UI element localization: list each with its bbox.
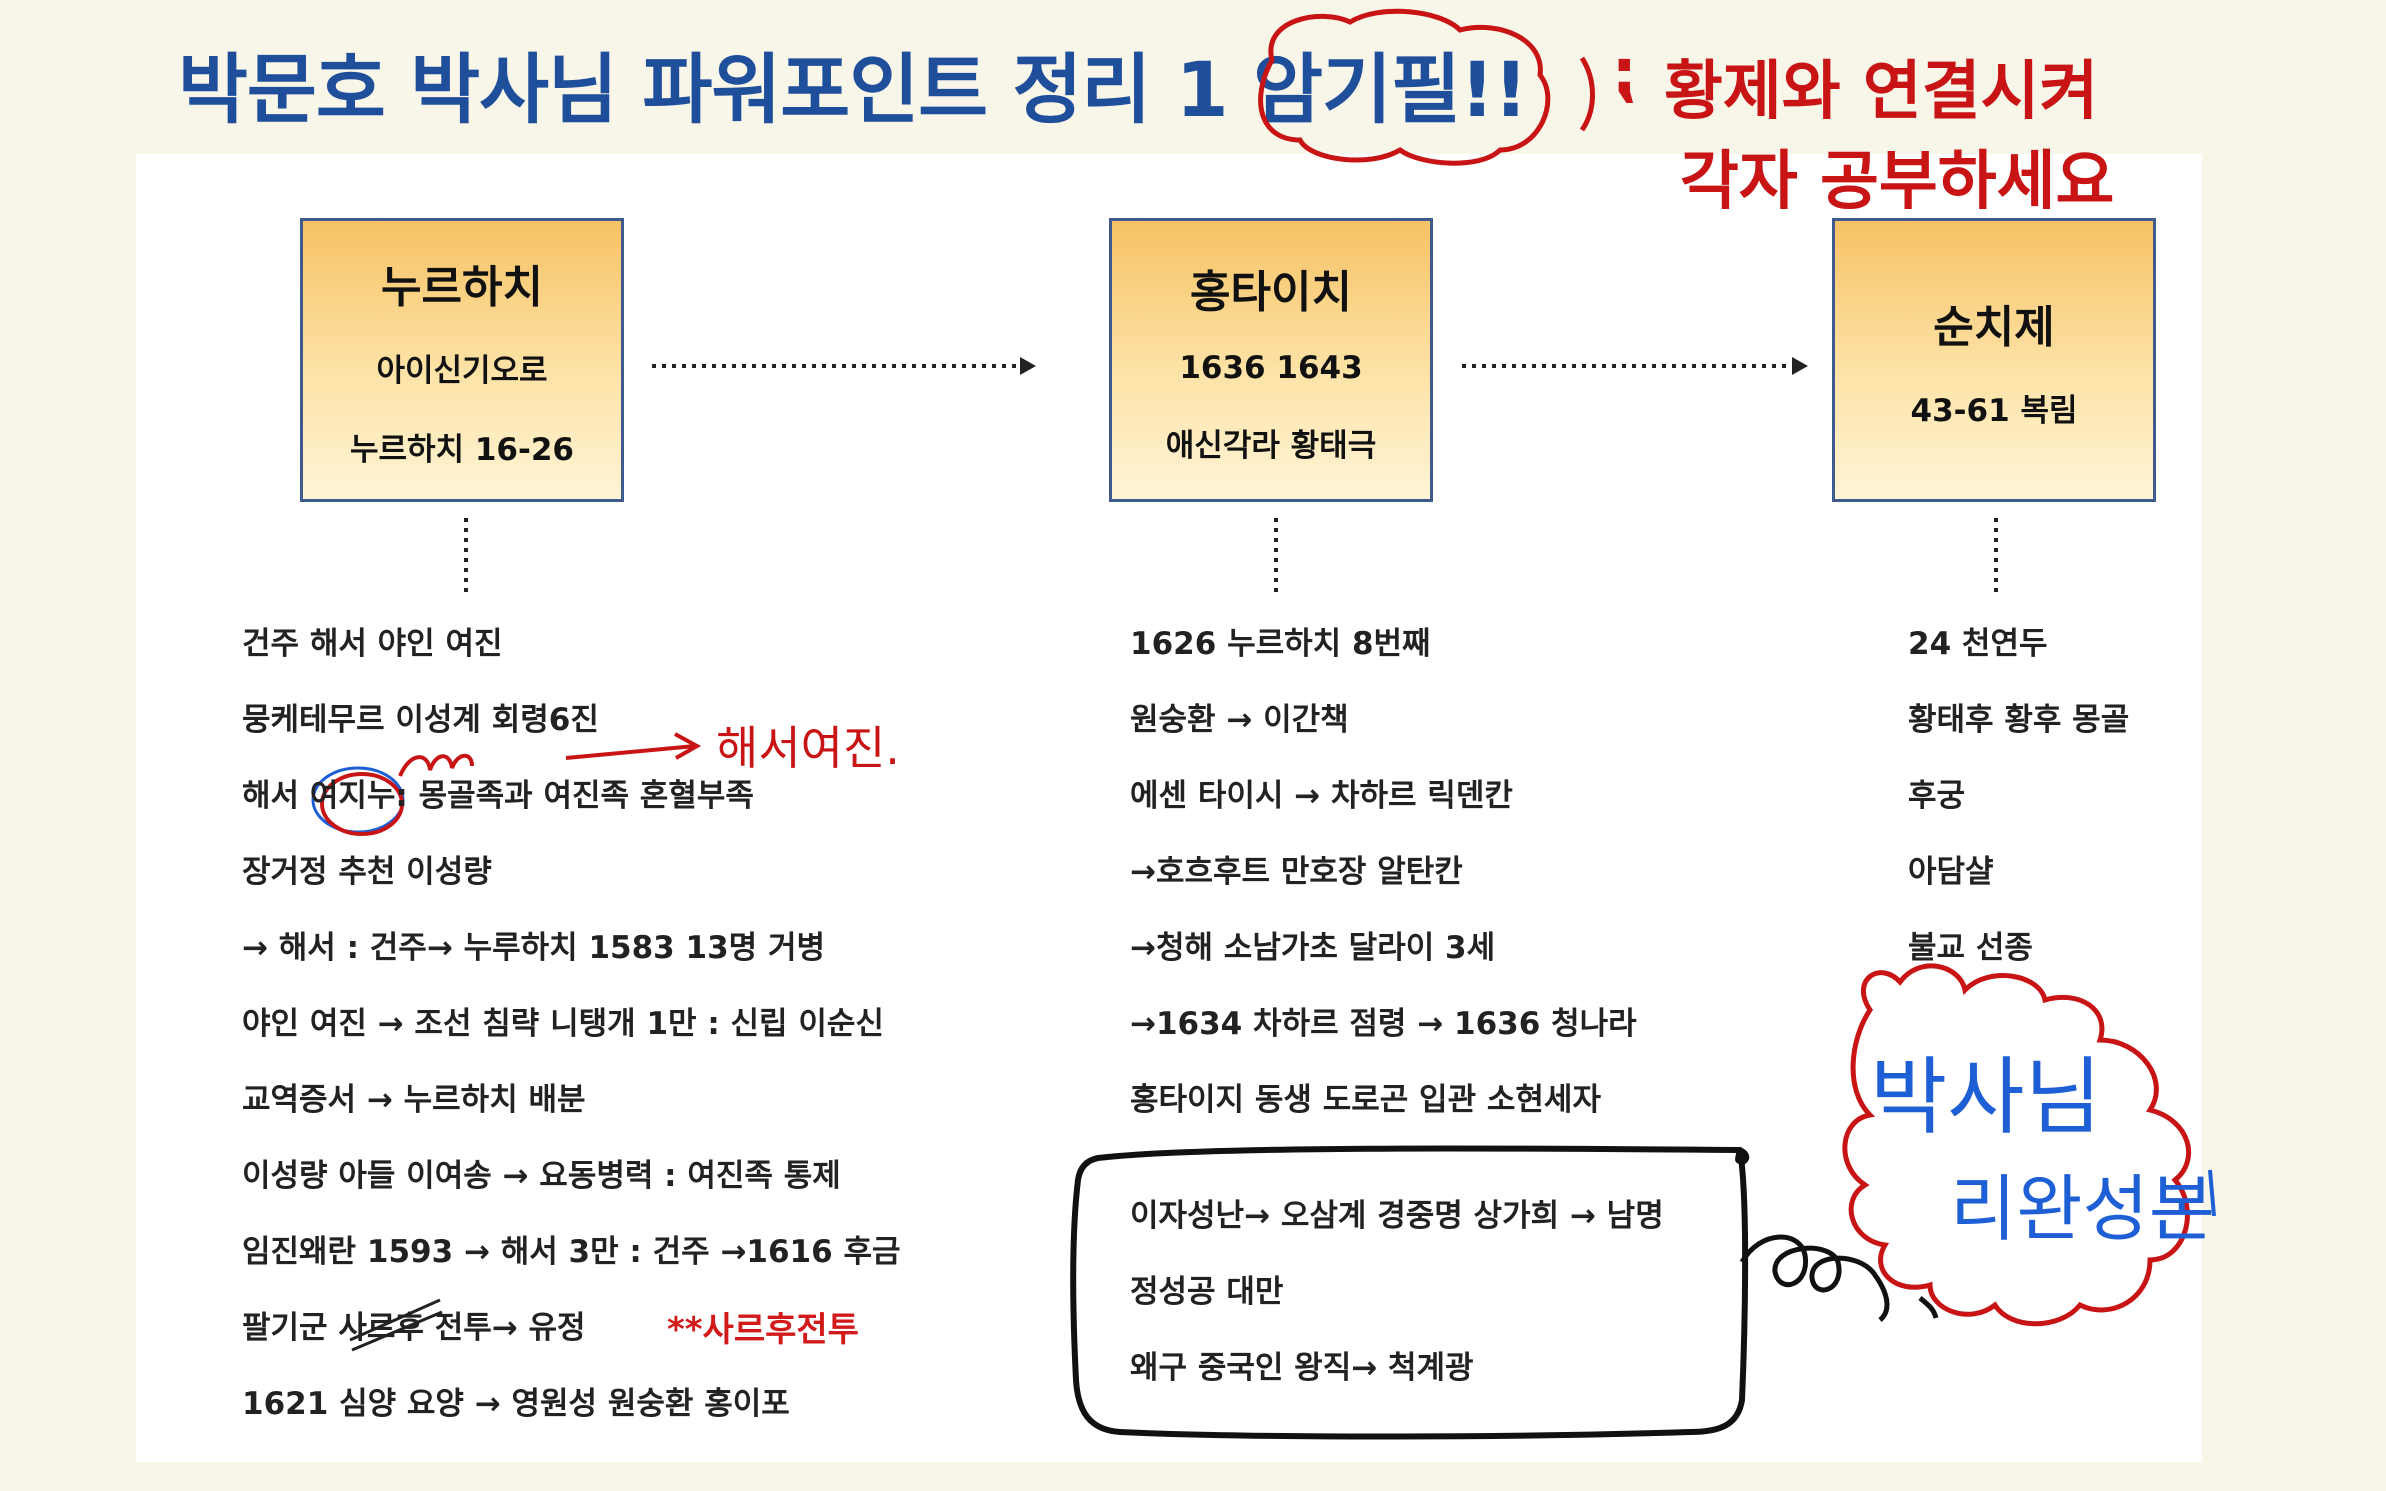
emperor-reign: 1636 1643: [1179, 349, 1363, 386]
handwritten-note-2: 각자 공부하세요: [1680, 145, 2115, 219]
arrow-head-1: [1020, 357, 1036, 375]
strike-mark: [351, 1310, 443, 1352]
emperor-box-nurhaci: 누르하치 아이신기오로 누르하치 16-26: [300, 218, 624, 502]
hongtaiji-notes: 1626 누르하치 8번째 원숭환 → 이간책 에센 타이시 → 차하르 릭덴칸…: [1130, 618, 1730, 1398]
emperor-reign: 누르하치 16-26: [349, 432, 575, 468]
list-item: 뭉케테무르 이성계 회령6진: [242, 702, 599, 738]
list-item: 건주 해서 야인 여진: [242, 626, 503, 662]
list-item: 이성량 아들 이여송 → 요동병력 : 여진족 통제: [242, 1158, 841, 1194]
handwritten-mark: ⁏: [1612, 36, 1638, 110]
list-item: → 해서 : 건주→ 누루하치 1583 13명 거병: [242, 930, 826, 966]
list-item: 후궁: [1908, 778, 1966, 814]
list-item: 교역증서 → 누르하치 배분: [242, 1082, 586, 1118]
list-item: →청해 소남가초 달라이 3세: [1130, 930, 1496, 966]
sarhu-note: **사르후전투: [667, 1310, 859, 1350]
list-item: 정성공 대만: [1130, 1274, 1284, 1310]
list-item: 홍타이지 동생 도로곤 입관 소현세자: [1130, 1082, 1601, 1118]
list-item: →1634 차하르 점령 → 1636 청나라: [1130, 1006, 1637, 1042]
emperor-box-hongtaiji: 홍타이치 1636 1643 애신각라 황태극: [1109, 218, 1433, 502]
strike-mark: [349, 1298, 441, 1342]
list-item: 황태후 황후 몽골: [1908, 702, 2130, 738]
emperor-reign: 43-61 복림: [1910, 392, 2078, 429]
arrow-head-2: [1792, 357, 1808, 375]
list-item: 아담샬: [1908, 854, 1994, 890]
list-item: 24 천연두: [1908, 626, 2048, 662]
emperor-box-shunzhi: 순치제 43-61 복림: [1832, 218, 2156, 502]
red-circle-mark: [320, 772, 404, 836]
black-loops-mark: [1739, 1234, 1890, 1322]
red-arrow-line: [565, 744, 696, 760]
black-box-mark: [1070, 1145, 1750, 1440]
red-cloud-note: [1842, 963, 2192, 1327]
list-item: 장거정 추천 이성량: [242, 854, 492, 890]
red-arrow-head: [674, 732, 702, 760]
list-item: 원숭환 → 이간책: [1130, 702, 1349, 738]
blue-tick-mark: [2208, 1169, 2216, 1217]
red-paren: [1579, 56, 1595, 132]
list-item: 야인 여진 → 조선 침략 니탱개 1만 : 신립 이순신: [242, 1006, 884, 1042]
list-item: 왜구 중국인 왕직→ 척계광: [1130, 1350, 1474, 1386]
list-item: 임진왜란 1593 → 해서 3만 : 건주 →1616 후금: [242, 1234, 901, 1270]
black-tick-mark: [1918, 1296, 1939, 1319]
list-item: 해서 여지누: 몽골족과 여진족 혼혈부족: [242, 778, 754, 814]
list-item: 이자성난→ 오삼계 경중명 상가희 → 남명: [1130, 1198, 1664, 1234]
list-item: 1621 심양 요양 → 영원성 원숭환 홍이포: [242, 1386, 790, 1422]
list-item: →호흐후트 만호장 알탄칸: [1130, 854, 1463, 890]
shunzhi-notes: 24 천연두 황태후 황후 몽골 후궁 아담샬 불교 선종: [1908, 618, 2188, 966]
handwritten-cloud-text-1: 박사님: [1870, 1048, 2102, 1146]
red-cloud-title: [1258, 8, 1551, 166]
handwritten-cloud-text-2: 리완성본: [1950, 1167, 2215, 1251]
emperor-clan: 아이신기오로: [376, 353, 548, 389]
emperor-clan: 애신각라 황태극: [1165, 427, 1377, 464]
nurhaci-notes: 건주 해서 야인 여진 뭉케테무르 이성계 회령6진 해서 여지누: 몽골족과 …: [242, 618, 1022, 1438]
list-item: 에센 타이시 → 차하르 릭덴칸: [1130, 778, 1513, 814]
handwritten-arrow-note: 해서여진.: [716, 721, 900, 775]
emperor-name: 홍타이치: [1190, 266, 1352, 318]
emperor-name: 누르하치: [381, 262, 543, 313]
page-title: 박문호 박사님 파워포인트 정리 1 암기필!!: [178, 45, 1528, 134]
handwritten-note-1: 황제와 연결시켜: [1664, 55, 2099, 129]
list-item: 1626 누르하치 8번째: [1130, 626, 1431, 662]
list-item: 불교 선종: [1908, 930, 2033, 966]
red-loops-mark: [398, 753, 474, 777]
emperor-name: 순치제: [1933, 301, 2055, 353]
list-item: 팔기군 사르후 전투→ 유정: [242, 1310, 586, 1346]
